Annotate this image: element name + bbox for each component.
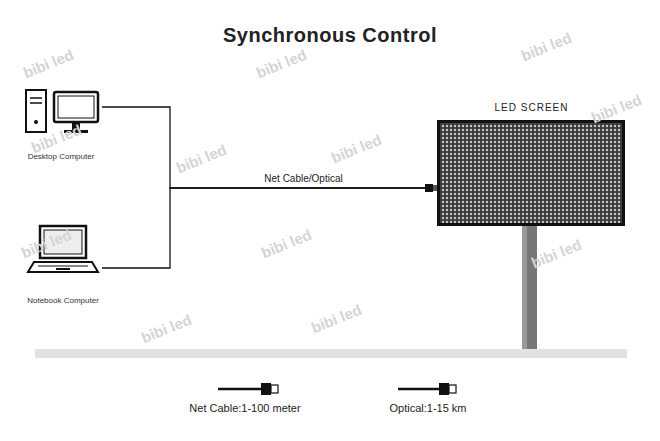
- ground: [35, 349, 627, 358]
- watermark: bibi led: [254, 46, 309, 81]
- watermark: bibi led: [329, 131, 384, 166]
- connector-plug: [425, 184, 433, 192]
- watermark: bibi led: [174, 141, 229, 176]
- watermark: bibi led: [309, 301, 364, 336]
- diagram-title: Synchronous Control: [223, 24, 437, 47]
- watermark: bibi led: [519, 29, 574, 64]
- net-cable-icon: [218, 383, 278, 395]
- watermark: bibi led: [139, 311, 194, 346]
- cable-line: [102, 188, 425, 268]
- edge-label: Net Cable/Optical: [262, 173, 344, 184]
- watermark: bibi led: [21, 46, 76, 81]
- cable-spec: Optical:1-15 km: [389, 402, 466, 414]
- watermark: bibi led: [259, 226, 314, 261]
- node-label: Notebook Computer: [27, 296, 99, 305]
- node-label: LED SCREEN: [495, 102, 569, 113]
- pole: [522, 226, 537, 352]
- optical-cable-icon: [398, 383, 456, 395]
- screen-panel: [437, 120, 626, 227]
- cable-line: [102, 107, 425, 188]
- cable-spec: Net Cable:1-100 meter: [189, 402, 300, 414]
